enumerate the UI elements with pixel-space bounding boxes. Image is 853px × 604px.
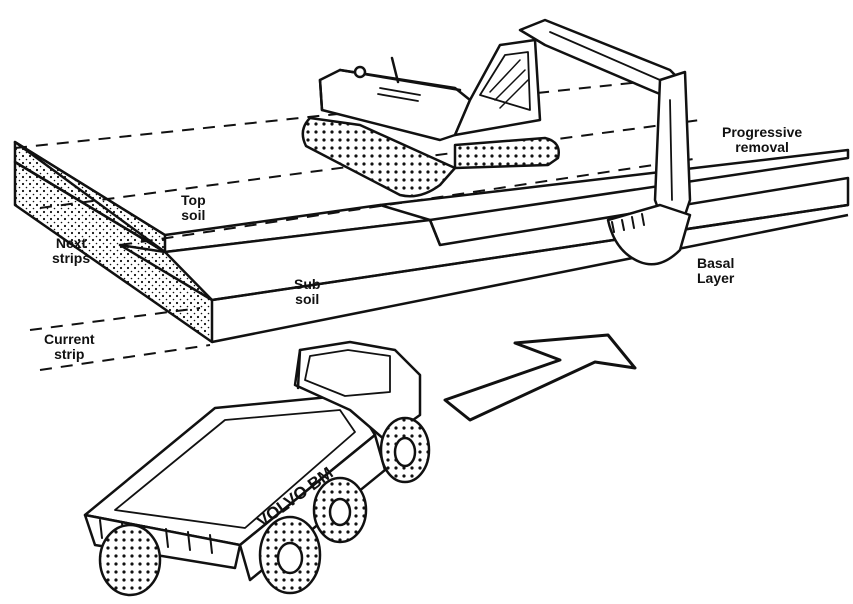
excavator-bucket — [606, 203, 692, 266]
dump-truck-cab — [293, 340, 422, 442]
excavator — [301, 18, 692, 266]
excavator-front-track — [301, 116, 457, 198]
sub-soil-cross-section — [13, 160, 214, 344]
excavator-cab — [453, 38, 542, 137]
excavator-rear-track — [453, 136, 560, 170]
truck-wheel-rear-left — [98, 523, 162, 597]
direction-arrow — [443, 333, 637, 422]
dump-truck — [83, 340, 431, 597]
